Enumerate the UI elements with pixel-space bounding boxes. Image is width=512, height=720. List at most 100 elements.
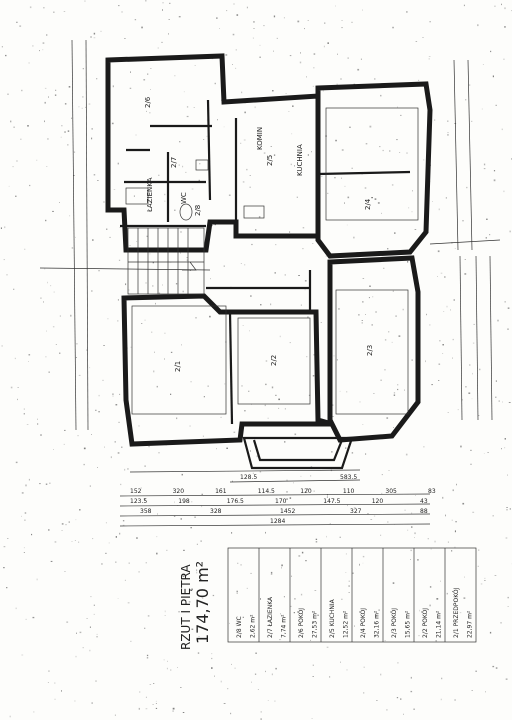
noise-dot [66, 621, 69, 623]
noise-dot [146, 654, 149, 657]
noise-dot [63, 443, 65, 445]
noise-dot [500, 622, 502, 624]
noise-dot [146, 235, 148, 237]
noise-dot [211, 657, 213, 660]
noise-dot [233, 3, 235, 5]
noise-dot [143, 498, 146, 500]
noise-dot [361, 322, 363, 324]
noise-dot [351, 167, 353, 169]
noise-dot [70, 314, 72, 317]
noise-dot [28, 62, 30, 64]
noise-dot [312, 375, 315, 377]
noise-dot [242, 616, 244, 618]
noise-dot [203, 396, 205, 398]
noise-dot [411, 526, 413, 528]
noise-dot [112, 85, 114, 88]
noise-dot [489, 234, 491, 236]
noise-dot [146, 110, 147, 112]
noise-dot [0, 227, 2, 229]
noise-dot [83, 447, 86, 450]
noise-dot [286, 491, 288, 493]
noise-dot [431, 384, 433, 386]
noise-dot [375, 311, 377, 313]
noise-dot [494, 575, 497, 576]
noise-dot [46, 34, 48, 36]
noise-dot [493, 179, 496, 182]
noise-dot [14, 357, 16, 360]
noise-dot [78, 106, 80, 108]
noise-dot [207, 385, 209, 387]
noise-dot [381, 474, 383, 476]
noise-dot [283, 17, 285, 19]
noise-dot [106, 228, 108, 230]
noise-dot [242, 181, 245, 183]
noise-dot [275, 244, 277, 246]
noise-dot [365, 453, 367, 455]
noise-dot [140, 487, 142, 489]
noise-dot [75, 357, 77, 358]
noise-dot [178, 164, 180, 166]
room-number: 2/1 [174, 361, 182, 372]
noise-dot [253, 21, 255, 23]
noise-dot [419, 609, 420, 612]
room-number: 2/3 [366, 345, 374, 356]
noise-dot [186, 259, 188, 261]
noise-dot [447, 120, 449, 122]
noise-dot [246, 587, 248, 589]
noise-dot [414, 537, 415, 538]
noise-dot [180, 687, 182, 688]
noise-dot [329, 676, 331, 678]
noise-dot [242, 325, 244, 326]
noise-dot [414, 532, 416, 535]
noise-dot [175, 283, 178, 285]
noise-dot [397, 384, 399, 386]
noise-dot [67, 130, 70, 132]
noise-dot [391, 341, 393, 343]
noise-dot [270, 146, 272, 147]
noise-dot [85, 106, 86, 108]
noise-dot [310, 475, 312, 477]
noise-dot [507, 596, 509, 599]
noise-dot [358, 314, 360, 316]
noise-dot [483, 163, 486, 166]
noise-dot [227, 688, 229, 690]
noise-dot [341, 177, 342, 179]
noise-dot [338, 308, 340, 310]
noise-dot [166, 549, 168, 551]
legend-room-name: 2/4 POKÓJ [360, 608, 367, 638]
noise-dot [27, 125, 29, 127]
noise-dot [306, 356, 308, 358]
noise-dot [89, 485, 91, 487]
noise-dot [145, 708, 148, 710]
noise-dot [48, 529, 50, 531]
noise-dot [492, 75, 494, 78]
noise-dot [475, 670, 477, 672]
noise-dot [100, 30, 102, 32]
noise-dot [442, 344, 444, 346]
noise-dot [230, 712, 232, 715]
noise-dot [322, 89, 324, 92]
noise-dot [190, 381, 192, 383]
noise-dot [341, 149, 344, 151]
noise-dot [284, 274, 286, 276]
noise-dot [28, 354, 31, 356]
noise-dot [93, 32, 96, 35]
noise-dot [463, 4, 465, 7]
noise-dot [4, 226, 6, 229]
noise-dot [382, 149, 384, 152]
noise-dot [244, 111, 246, 114]
noise-dot [164, 610, 166, 613]
noise-dot [357, 68, 360, 71]
noise-dot [198, 179, 200, 182]
noise-dot [16, 21, 18, 23]
noise-dot [53, 291, 55, 293]
noise-dot [361, 174, 363, 175]
noise-dot [36, 159, 38, 161]
noise-dot [101, 563, 103, 565]
noise-dot [302, 227, 305, 229]
noise-dot [68, 86, 71, 88]
noise-dot [411, 512, 413, 515]
noise-dot [9, 715, 11, 718]
room-number: 2/2 [270, 355, 278, 366]
noise-dot [375, 615, 377, 617]
